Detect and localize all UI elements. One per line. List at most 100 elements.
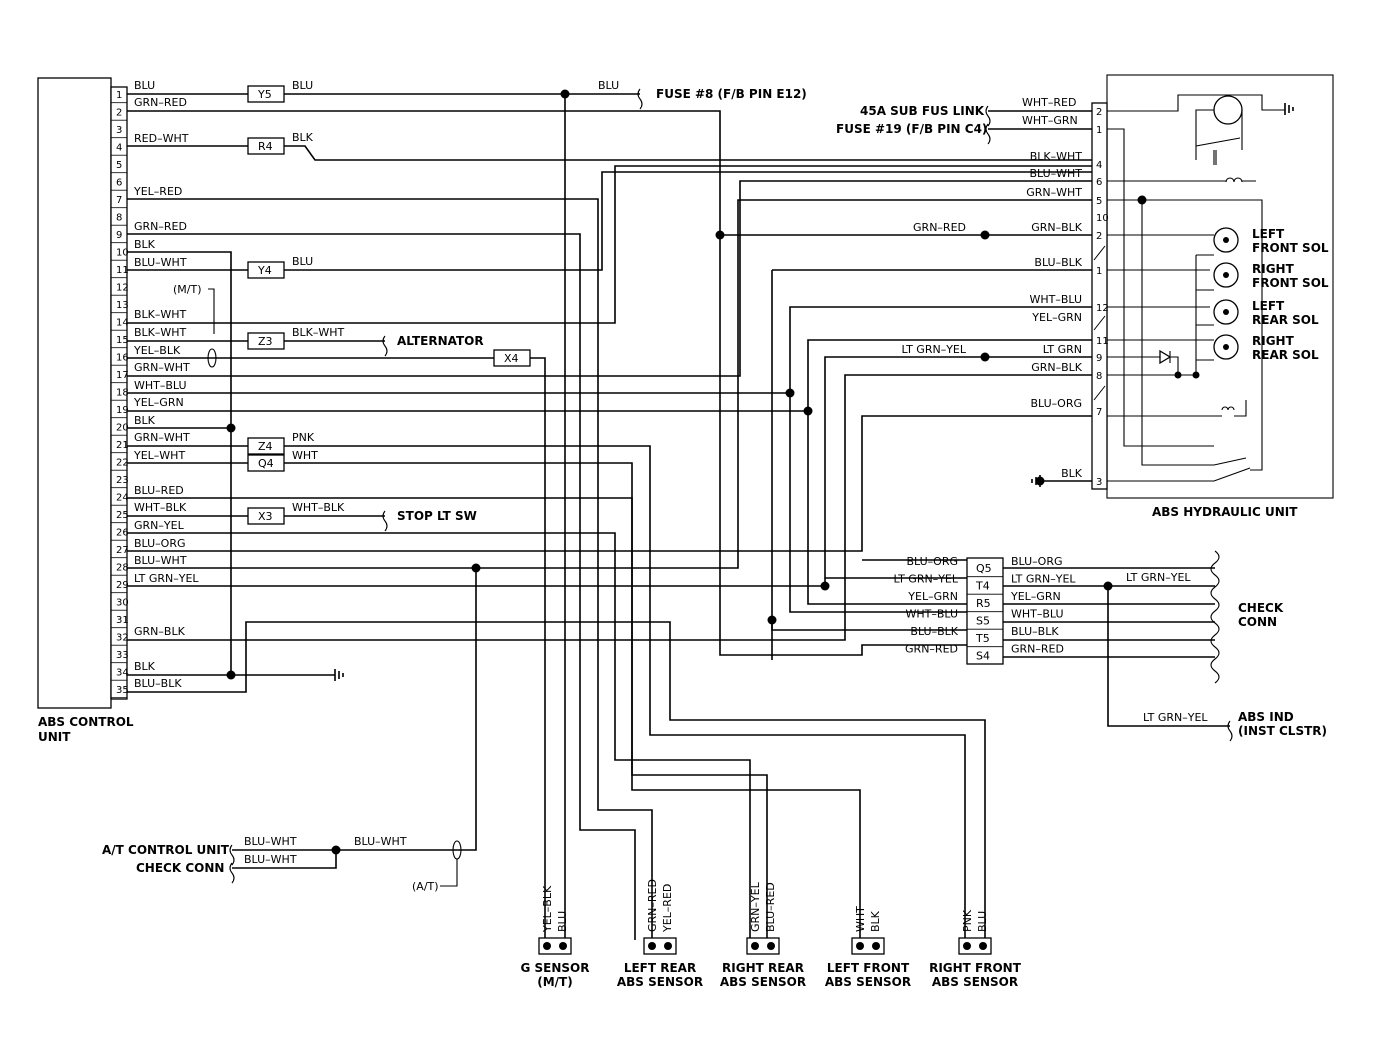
- wire-label-pin28: BLU–WHT: [134, 554, 187, 567]
- sensor-wire2-2: BLU–RED: [764, 882, 777, 932]
- sensor-label2-3: ABS SENSOR: [825, 975, 911, 989]
- hyd-pin-9-11: 9: [1096, 353, 1102, 364]
- hyd-pin-1-7: 1: [1096, 266, 1102, 277]
- ecu-pin-26: 26: [116, 528, 129, 539]
- hyd-pin-5-4: 5: [1096, 196, 1102, 207]
- wire-label-pin19: YEL–GRN: [133, 396, 184, 409]
- hyd-pin-4-2: 4: [1096, 160, 1102, 171]
- wire-label-pin34: BLK: [134, 660, 156, 673]
- svg-text:X4: X4: [504, 352, 519, 365]
- abs-ind-wire: LT GRN–YEL: [1143, 711, 1208, 724]
- wire-label-pin26: GRN–YEL: [134, 519, 185, 532]
- solenoid-label-2: LEFT: [1252, 299, 1285, 313]
- ecu-pin-9: 9: [116, 230, 122, 241]
- wire-label-pin15: BLK–WHT: [134, 326, 187, 339]
- sensor-label2-2: ABS SENSOR: [720, 975, 806, 989]
- svg-text:Z3: Z3: [258, 335, 273, 348]
- feed-fuse19: FUSE #19 (F/B PIN C4): [836, 122, 987, 136]
- sensor-label2-1: ABS SENSOR: [617, 975, 703, 989]
- abs-ind-label2: (INST CLSTR): [1238, 724, 1327, 738]
- ecu-wire-labels: BLU GRN–RED RED–WHT YEL–RED GRN–RED BLK …: [133, 79, 202, 690]
- hyd-pin-11-10: 11: [1096, 336, 1109, 347]
- alternator-label: ALTERNATOR: [397, 334, 484, 348]
- hyd-pin-3-14: 3: [1096, 477, 1102, 488]
- svg-text:PNK: PNK: [292, 431, 315, 444]
- ecu-pin-25: 25: [116, 510, 129, 521]
- ecu-pin-16: 16: [116, 353, 129, 364]
- check-conn-far-label: LT GRN–YEL: [1126, 571, 1191, 584]
- sensor-wire1-0: YEL–BLK: [541, 885, 554, 933]
- ecu-pin-33: 33: [116, 650, 129, 661]
- wire-label-pin18: WHT–BLU: [134, 379, 187, 392]
- ecu-pin-3: 3: [116, 125, 122, 136]
- ecu-pin-8: 8: [116, 213, 122, 224]
- check-pin-T5: T5: [975, 632, 990, 645]
- ecu-pin-32: 32: [116, 633, 129, 644]
- hyd-pin-1-1: 1: [1096, 125, 1102, 136]
- wire-label-pin7: YEL–RED: [133, 185, 182, 198]
- check-pin-R5: R5: [976, 597, 991, 610]
- solenoid-label-3: RIGHT: [1252, 334, 1295, 348]
- abs-ind-label: ABS IND: [1238, 710, 1294, 724]
- svg-text:BLU: BLU: [292, 79, 313, 92]
- ecu-pin-1: 1: [116, 90, 122, 101]
- sensor-wire1-4: PNK: [961, 909, 974, 932]
- ecu-pin-20: 20: [116, 423, 129, 434]
- feed-wire-whtred: WHT–RED: [1022, 96, 1076, 109]
- hydraulic-pins: 214BLK–WHT6BLU–WHT5GRN–WHT102GRN–BLKGRN–…: [901, 107, 1108, 488]
- solenoid-label-0: LEFT: [1252, 227, 1285, 241]
- hyd-ext-6: GRN–RED: [913, 221, 966, 234]
- check-right-2: YEL–GRN: [1010, 590, 1061, 603]
- check-pin-S4: S4: [976, 650, 990, 663]
- wire-label-pin32: GRN–BLK: [134, 625, 186, 638]
- hyd-pin-2-6: 2: [1096, 231, 1102, 242]
- svg-text:BLU: BLU: [292, 255, 313, 268]
- ecu-pin-23: 23: [116, 475, 129, 486]
- svg-text:Z4: Z4: [258, 440, 273, 453]
- svg-text:Y4: Y4: [257, 264, 272, 277]
- wire-label-pin24: BLU–RED: [134, 484, 184, 497]
- check-conn-title2: CONN: [1238, 615, 1277, 629]
- at-wire2: BLU–WHT: [244, 853, 297, 866]
- hyd-pin-12-8: 12: [1096, 303, 1109, 314]
- wire-label-pin16: YEL–BLK: [133, 344, 181, 357]
- hyd-pin-10-5: 10: [1096, 213, 1109, 224]
- hyd-wire-9: YEL–GRN: [1031, 311, 1082, 324]
- ecu-pin-27: 27: [116, 545, 129, 556]
- check-conn-title: CHECK: [1238, 601, 1284, 615]
- wire-label-pin9: GRN–RED: [134, 220, 187, 233]
- sensor-label-1: LEFT REAR: [624, 961, 696, 975]
- wire-label-pin11: BLU–WHT: [134, 256, 187, 269]
- sensor-wire1-1: GRN–RED: [646, 879, 659, 932]
- ecu-pin-17: 17: [116, 370, 129, 381]
- feed-45a: 45A SUB FUS LINK: [860, 104, 985, 118]
- svg-text:Q4: Q4: [258, 457, 274, 470]
- sensor-wire2-4: BLU: [976, 911, 989, 932]
- hyd-wire-12: GRN–BLK: [1031, 361, 1083, 374]
- top-blu-label: BLU: [598, 79, 619, 92]
- ecu-pin-34: 34: [116, 668, 129, 679]
- svg-text:WHT–BLK: WHT–BLK: [292, 501, 345, 514]
- ecu-pin-29: 29: [116, 580, 129, 591]
- solenoid-label2-3: REAR SOL: [1252, 348, 1319, 362]
- ecu-pin-7: 7: [116, 195, 122, 206]
- at-note: (A/T): [412, 880, 439, 893]
- abs-hydraulic-unit: 214BLK–WHT6BLU–WHT5GRN–WHT102GRN–BLKGRN–…: [836, 74, 1334, 519]
- ecu-pin-18: 18: [116, 388, 129, 399]
- ecu-pin-28: 28: [116, 563, 129, 574]
- hyd-wire-4: GRN–WHT: [1026, 186, 1082, 199]
- ecu-pin-2: 2: [116, 108, 122, 119]
- hyd-wire-11: LT GRN: [1043, 343, 1082, 356]
- wire-network: [127, 88, 1233, 940]
- at-wire1: BLU–WHT: [244, 835, 297, 848]
- sensor-wire2-3: BLK: [869, 910, 882, 932]
- solenoid-label-1: RIGHT: [1252, 262, 1295, 276]
- feed-wire-whtgrn: WHT–GRN: [1022, 114, 1078, 127]
